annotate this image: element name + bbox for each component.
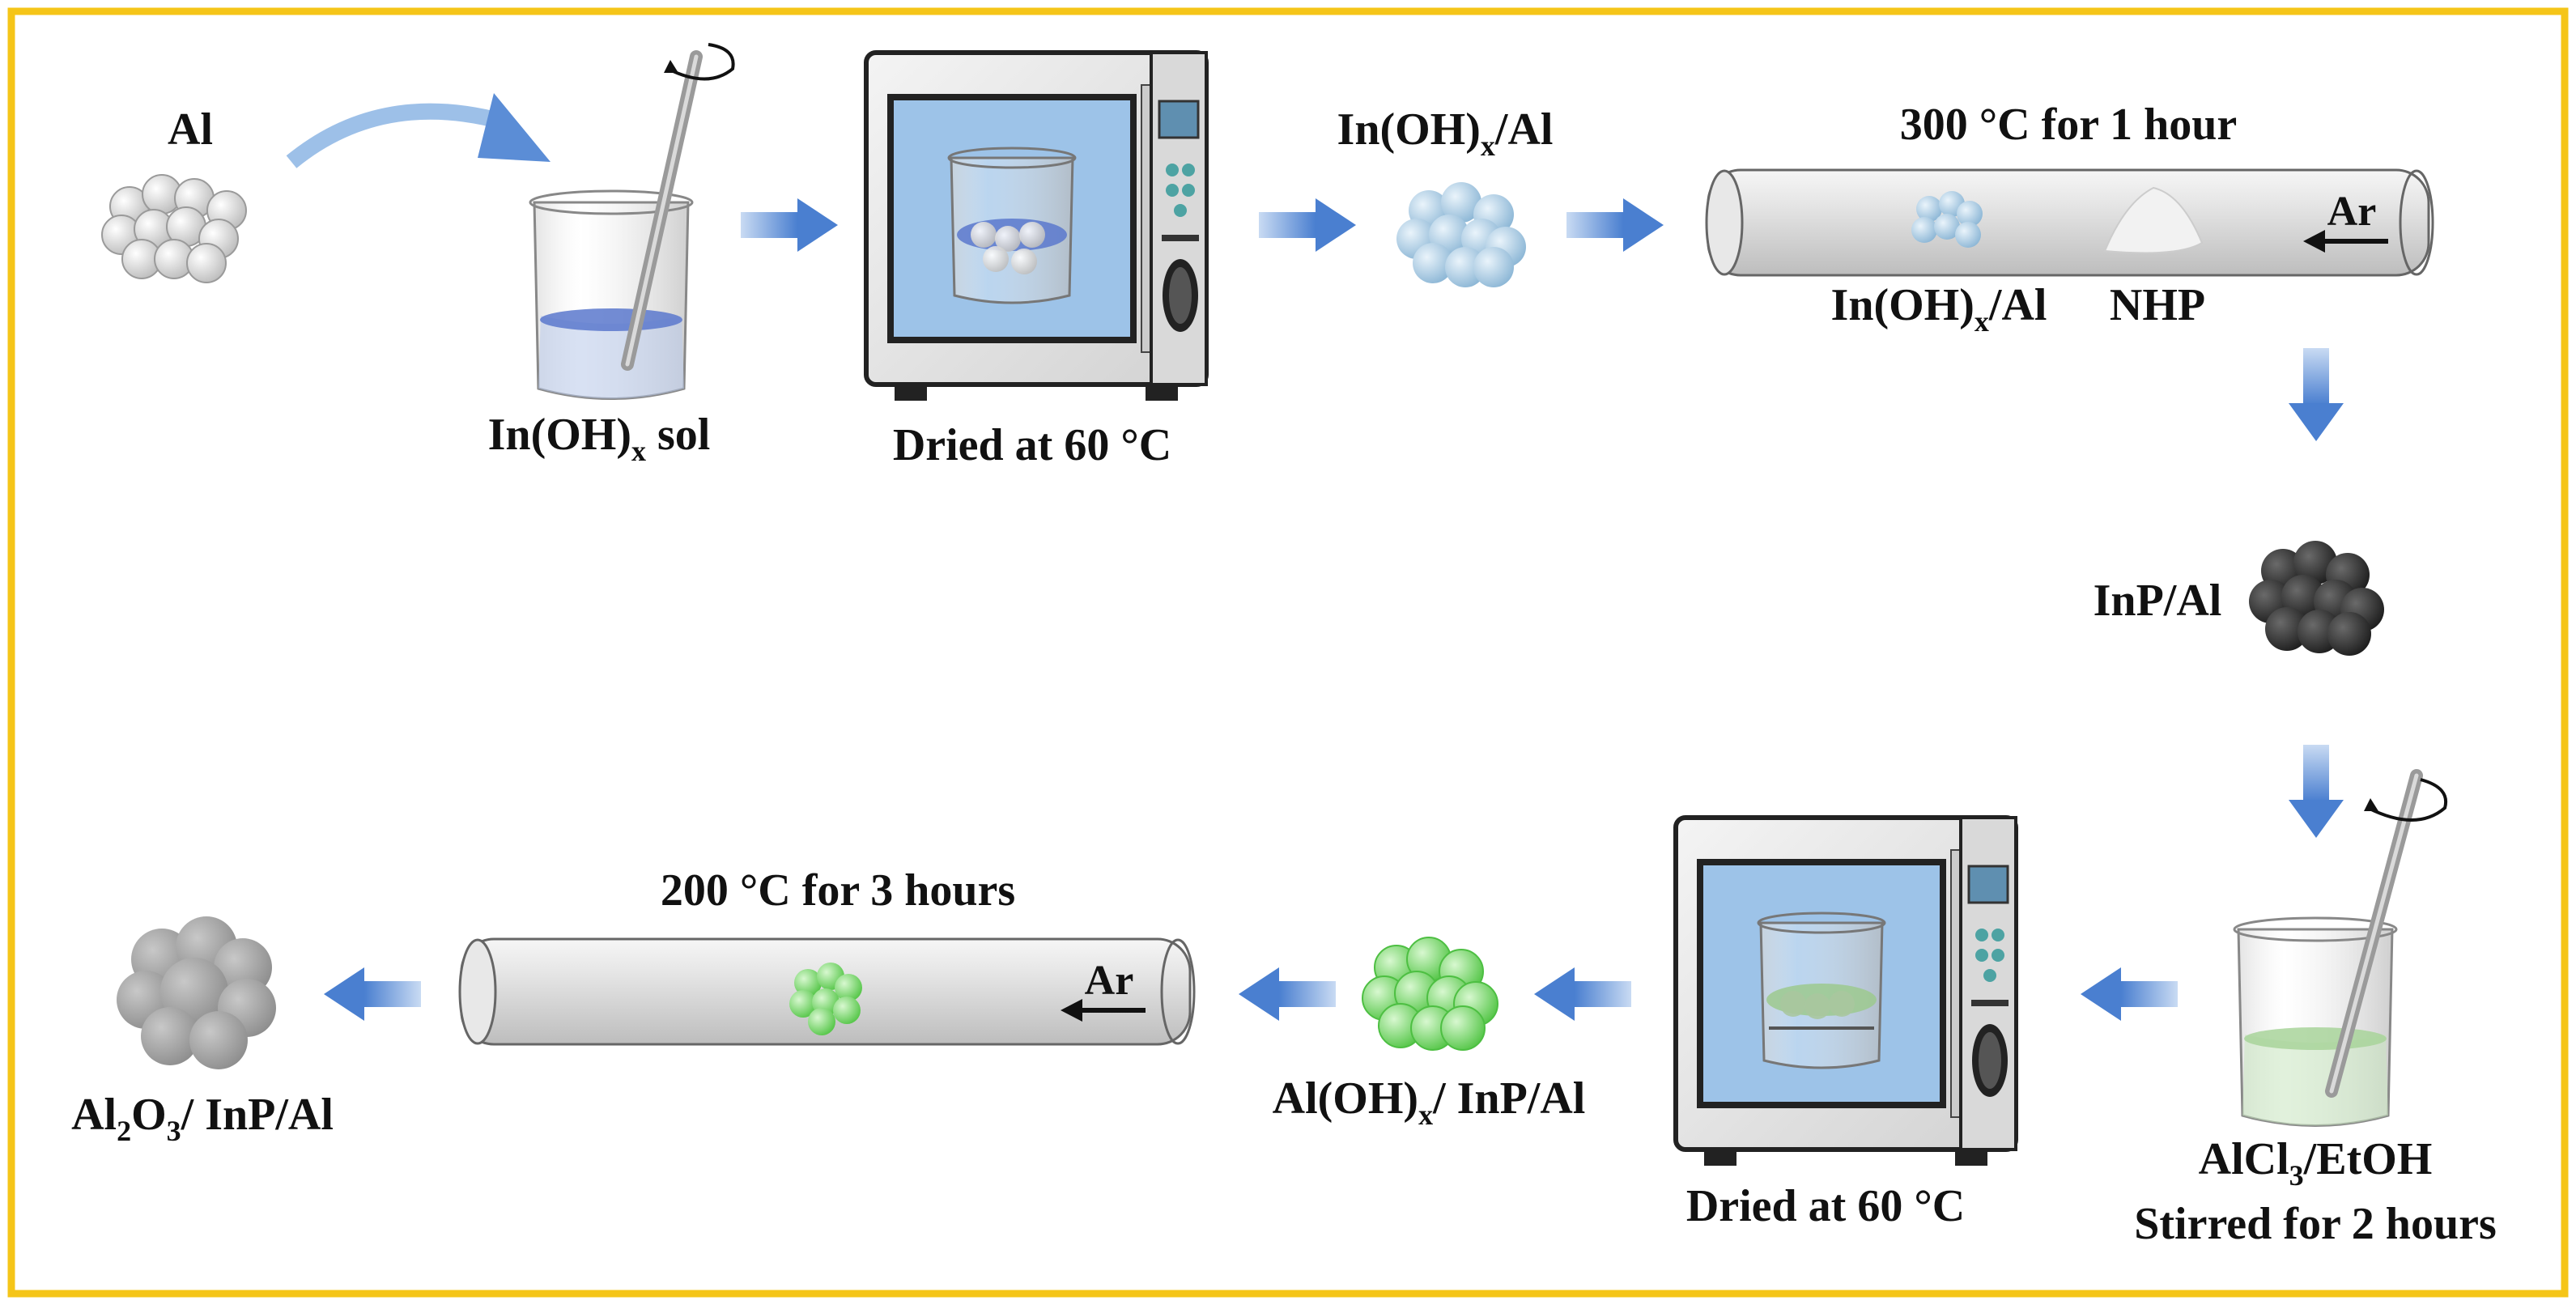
arrow-left-2 <box>1534 967 1631 1021</box>
arrow-down-2 <box>2289 745 2344 838</box>
inp-al-particles <box>2249 541 2384 656</box>
tube-furnace-1 <box>1705 168 2434 277</box>
furnace1-source-label: NHP <box>2110 280 2205 330</box>
beaker-alcl3 <box>2233 769 2448 1127</box>
alcl3-stir-label: Stirred for 2 hours <box>2134 1199 2496 1249</box>
oven1-caption: Dried at 60 °C <box>893 420 1171 470</box>
al-label: Al <box>168 104 213 155</box>
furnace2-condition: 200 °C for 3 hours <box>661 865 1015 916</box>
aloh-inp-al-particles <box>1362 937 1498 1051</box>
oven-2 <box>1673 815 2018 1166</box>
arrow-left-4 <box>324 967 421 1021</box>
arrow-2 <box>1259 198 1356 252</box>
tube1-sample <box>1911 191 1983 248</box>
furnace2-gas: Ar <box>1085 958 1134 1004</box>
al-particles <box>101 174 247 283</box>
arrow-1 <box>741 198 838 252</box>
al2o3-inp-al-particles <box>117 916 276 1069</box>
tube-furnace-2 <box>458 937 1196 1046</box>
arrow-3 <box>1566 198 1664 252</box>
arrow-left-1 <box>2081 967 2178 1021</box>
alcl3-label: AlCl3/EtOH <box>2199 1134 2433 1192</box>
inp-al-label: InP/Al <box>2094 576 2222 626</box>
inoh-sol-label: In(OH)x sol <box>488 410 711 467</box>
tube2-sample <box>789 963 862 1035</box>
oven-1 <box>864 50 1209 401</box>
curved-arrow <box>286 93 550 168</box>
inoh-al-particles <box>1396 182 1526 287</box>
arrow-down-1 <box>2289 348 2344 441</box>
al2o3-inp-al-label: Al2O3/ InP/Al <box>71 1090 334 1147</box>
furnace1-gas: Ar <box>2327 189 2377 235</box>
aloh-inp-al-label: Al(OH)x/ InP/Al <box>1273 1073 1586 1131</box>
arrow-left-3 <box>1239 967 1336 1021</box>
frame-border <box>7 7 2569 1298</box>
beaker-inoh-sol <box>529 43 735 400</box>
oven2-caption: Dried at 60 °C <box>1686 1181 1965 1231</box>
furnace1-sample-label: In(OH)x/Al <box>1831 280 2047 338</box>
furnace1-condition: 300 °C for 1 hour <box>1900 100 2237 150</box>
inoh-al-label: In(OH)x/Al <box>1337 104 1554 162</box>
nhp-powder <box>2103 186 2204 254</box>
